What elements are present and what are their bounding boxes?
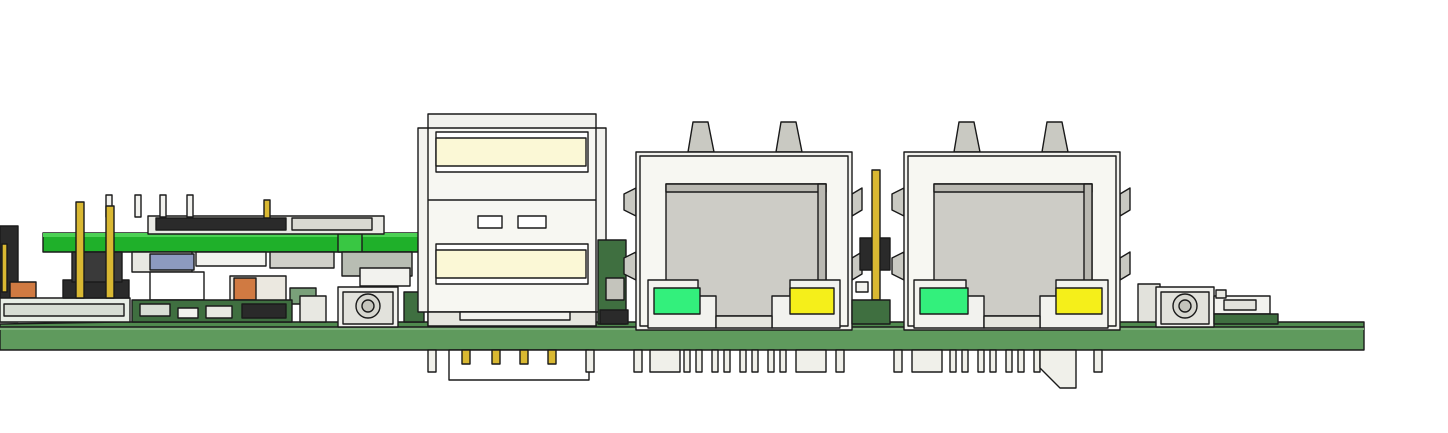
rj45-2-bottom-pins bbox=[893, 349, 1103, 389]
rj45-jack-2 bbox=[891, 121, 1131, 331]
underboard-parts bbox=[131, 251, 413, 323]
usb-dual-port-connector bbox=[417, 113, 607, 327]
small-connector-right bbox=[1213, 289, 1279, 325]
tactile-switch-left bbox=[337, 286, 425, 328]
rj45-1-bottom-pins bbox=[633, 349, 845, 373]
tactile-switch-right bbox=[1137, 283, 1215, 328]
rj45-jack-1 bbox=[623, 121, 863, 331]
daughter-board-components bbox=[105, 194, 385, 235]
jumper-header-middle bbox=[851, 169, 891, 325]
daughter-board bbox=[42, 232, 426, 253]
pin-header-left bbox=[62, 201, 130, 299]
left-edge-components bbox=[0, 225, 131, 323]
usb-bottom-pins bbox=[427, 349, 595, 381]
usb-rj45-gap-parts bbox=[597, 239, 629, 325]
